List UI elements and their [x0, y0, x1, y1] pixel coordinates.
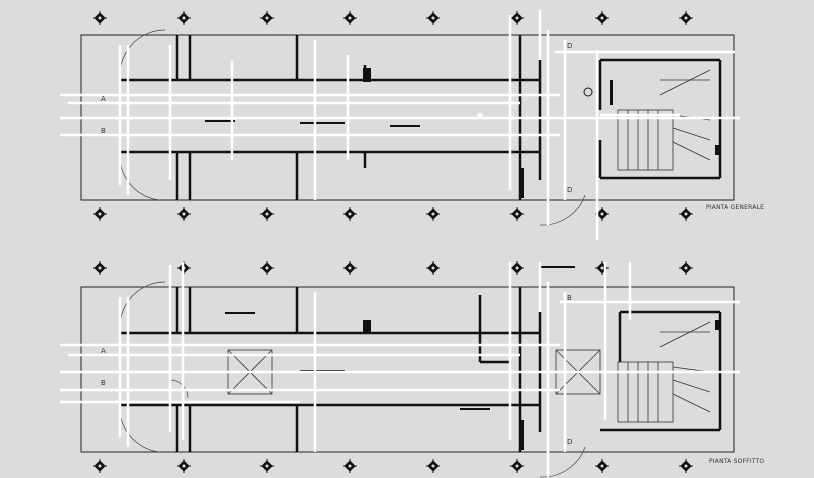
- fixtures-top: [205, 68, 719, 198]
- plan-title-top: PIANTA GENERALE: [706, 204, 765, 211]
- marker-a-top: A: [101, 95, 106, 103]
- overlay-lines-top: [60, 10, 740, 240]
- marker-d2-top: D: [567, 186, 572, 194]
- marker-d-bottom: D: [567, 438, 572, 446]
- overlay-lines-bottom: [60, 262, 740, 477]
- plan-bottom-frame: [80, 286, 735, 453]
- markers-top: A B D D: [101, 42, 572, 194]
- stair-top: [617, 69, 711, 171]
- marker-b-bottom-right: B: [567, 294, 572, 302]
- plan-top: A B D D: [60, 10, 740, 240]
- walls-top: [120, 35, 722, 200]
- symbol-circle-top: [583, 87, 593, 97]
- symbol-dot-top: [477, 113, 483, 119]
- plan-bottom: A B B D: [60, 260, 740, 478]
- marker-a-bottom: A: [101, 347, 106, 355]
- marker-b-bottom: B: [101, 379, 106, 387]
- marker-d-top: D: [567, 42, 572, 50]
- plan-title-bottom: PIANTA SOFFITTO: [709, 458, 765, 465]
- markers-bottom: A B B D: [101, 294, 572, 446]
- marker-b-top: B: [101, 127, 106, 135]
